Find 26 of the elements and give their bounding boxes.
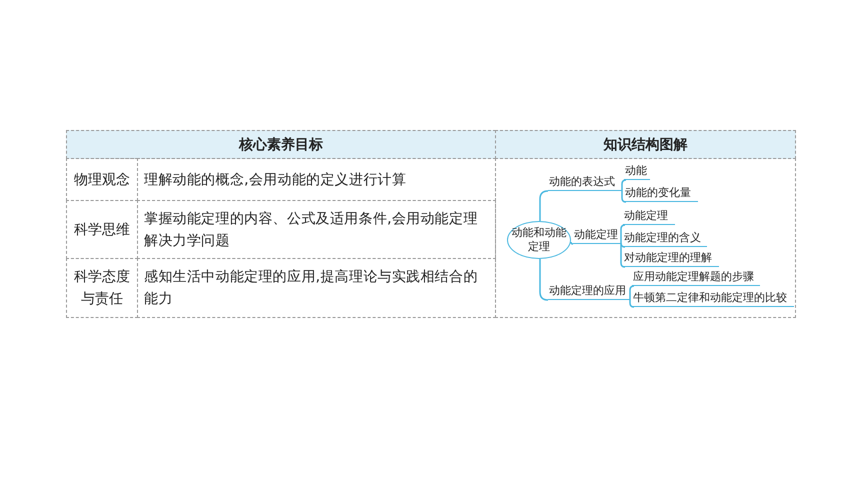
table-header: 知识结构图解 <box>495 130 796 159</box>
table-cell: 科学态度与责任 <box>66 258 138 318</box>
topic-label: 牛顿第二定律和动能定理的比较 <box>632 290 794 307</box>
topic-label: 应用动能定理解题的步骤 <box>632 269 760 286</box>
table-cell: 物理观念 <box>66 158 138 201</box>
topic-label: 动能定理 <box>573 227 621 244</box>
table-cell: 感知生活中动能定理的应用,提高理论与实践相结合的能力 <box>137 258 496 318</box>
topic-label: 对动能定理的理解 <box>623 250 719 267</box>
branch-line <box>620 242 626 248</box>
table-cell: 科学思维 <box>66 200 138 259</box>
topic-label: 动能 <box>624 163 650 180</box>
topic-label: 动能定理的含义 <box>623 230 707 247</box>
topic-label: 动能定理的应用 <box>548 283 630 300</box>
table-cell: 掌握动能定理的内容、公式及适用条件,会用动能定理解决力学问题 <box>137 200 496 259</box>
topic-label: 动能的表达式 <box>548 174 622 191</box>
branch-line <box>629 300 634 308</box>
branch-line <box>620 244 626 268</box>
table-header: 核心素养目标 <box>66 130 496 159</box>
branch-line <box>621 179 626 191</box>
central-topic-ellipse: 动能和动能定理 <box>507 221 571 259</box>
table-cell: 理解动能的概念,会用动能的定义进行计算 <box>137 158 496 201</box>
topic-label: 动能的变化量 <box>624 185 698 202</box>
branch-line <box>621 191 626 203</box>
topic-label: 动能定理 <box>623 208 675 225</box>
branch-line <box>620 224 626 244</box>
branch-line <box>629 285 634 300</box>
